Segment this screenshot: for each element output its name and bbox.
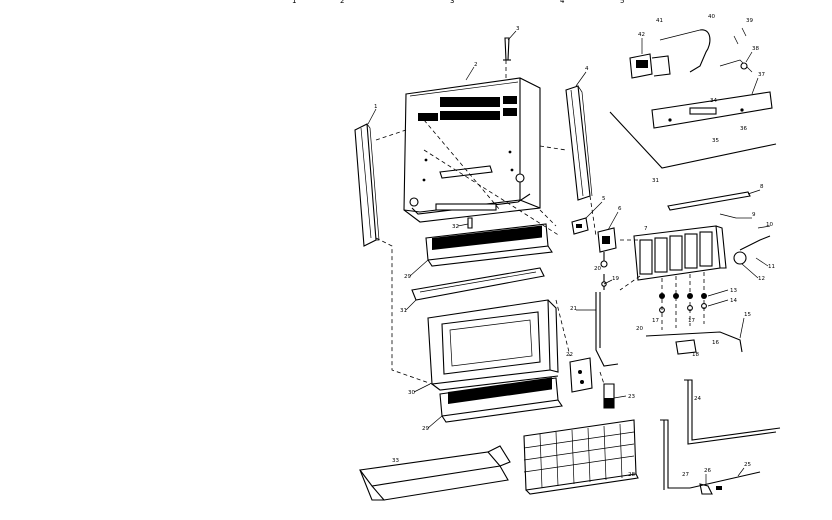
- callout-10: 10: [766, 222, 773, 228]
- part-left-side-panel: [354, 123, 380, 247]
- callout-14: 14: [730, 298, 737, 304]
- callout-30: 30: [408, 390, 415, 396]
- callout-2: 2: [474, 62, 478, 68]
- part-upper-grille: [425, 223, 553, 267]
- callout-3: 3: [516, 26, 520, 32]
- part-valve: [597, 227, 617, 268]
- callout-11: 11: [768, 264, 775, 270]
- part-control-assembly-top: [629, 27, 753, 79]
- part-fittings-19-20: [601, 274, 607, 290]
- part-tube: [595, 292, 619, 367]
- callout-17b: 17: [688, 318, 695, 324]
- part-igniter: [603, 383, 615, 409]
- callout-26: 26: [704, 468, 711, 474]
- callout-8: 8: [760, 184, 764, 190]
- part-manifold-tube: [645, 331, 743, 355]
- callout-38: 38: [752, 46, 759, 52]
- callout-7: 7: [644, 226, 648, 232]
- part-screw-top: [503, 37, 511, 61]
- part-small-bracket: [571, 217, 589, 235]
- part-bar: [667, 191, 751, 211]
- callout-19: 19: [612, 276, 619, 282]
- callout-18: 18: [692, 352, 699, 358]
- callout-29-lower: 29: [422, 426, 429, 432]
- assembly-dashed-lines: [375, 60, 641, 385]
- callout-35: 35: [712, 138, 719, 144]
- part-thermocouple-line: [660, 379, 781, 490]
- callout-6: 6: [618, 206, 622, 212]
- part-orifices: [659, 272, 707, 330]
- callout-23: 23: [628, 394, 635, 400]
- part-small-screw: [467, 217, 473, 229]
- burner-cells: [639, 231, 713, 275]
- part-deflector-plate: [411, 267, 545, 301]
- callout-31-left: 31: [400, 308, 407, 314]
- callout-labels: 1 2 3 4 5 6 7 8 9 10 11 12 13 14 15 16 1…: [367, 14, 775, 484]
- part-burner-assembly: [633, 225, 727, 281]
- header-fragment-4: 4: [560, 0, 565, 5]
- callout-16: 16: [712, 340, 719, 346]
- back-panel-vents: [418, 96, 517, 121]
- callout-17a: 17: [652, 318, 659, 324]
- part-bottom-tubing: [689, 471, 761, 495]
- part-grate: [523, 419, 639, 495]
- callout-12: 12: [758, 276, 765, 282]
- part-bracket-22: [569, 357, 593, 393]
- header-fragment-3: 3: [450, 0, 454, 5]
- part-lower-grille: [439, 377, 563, 423]
- callout-4: 4: [585, 66, 589, 72]
- callout-29-upper: 29: [404, 274, 411, 280]
- callout-40: 40: [708, 14, 715, 20]
- callout-37: 37: [758, 72, 765, 78]
- callout-20: 20: [594, 266, 601, 272]
- callout-22: 22: [566, 352, 573, 358]
- header-fragment-5: 5: [620, 0, 624, 5]
- callout-41: 41: [656, 18, 663, 24]
- callout-31-right: 31: [652, 178, 659, 184]
- header-fragment-2: 2: [340, 0, 344, 5]
- callout-21: 21: [570, 306, 577, 312]
- callout-32: 32: [452, 224, 459, 230]
- part-right-fittings: [719, 213, 771, 265]
- callout-5: 5: [602, 196, 606, 202]
- callout-33: 33: [392, 458, 399, 464]
- part-right-side-panel: [565, 85, 593, 201]
- callout-24: 24: [694, 396, 701, 402]
- part-bottom-tray: [359, 445, 511, 501]
- callout-13: 13: [730, 288, 737, 294]
- callout-27: 27: [682, 472, 689, 478]
- callout-39: 39: [746, 18, 753, 24]
- part-back-panel: [403, 77, 541, 223]
- callout-9: 9: [752, 212, 756, 218]
- callout-36: 36: [740, 126, 747, 132]
- callout-1: 1: [374, 104, 378, 110]
- callout-34: 34: [710, 98, 717, 104]
- part-cabinet-outline: [609, 111, 777, 169]
- cropped-header-text: 1 2 3 4 5: [292, 0, 624, 5]
- callout-28: 28: [628, 472, 635, 478]
- callout-25: 25: [744, 462, 751, 468]
- header-fragment-1: 1: [292, 0, 296, 5]
- callout-20b: 20: [636, 326, 643, 332]
- part-control-strip: [651, 91, 773, 129]
- callout-15: 15: [744, 312, 751, 318]
- part-firebox-frame: [427, 299, 559, 391]
- callout-42: 42: [638, 32, 645, 38]
